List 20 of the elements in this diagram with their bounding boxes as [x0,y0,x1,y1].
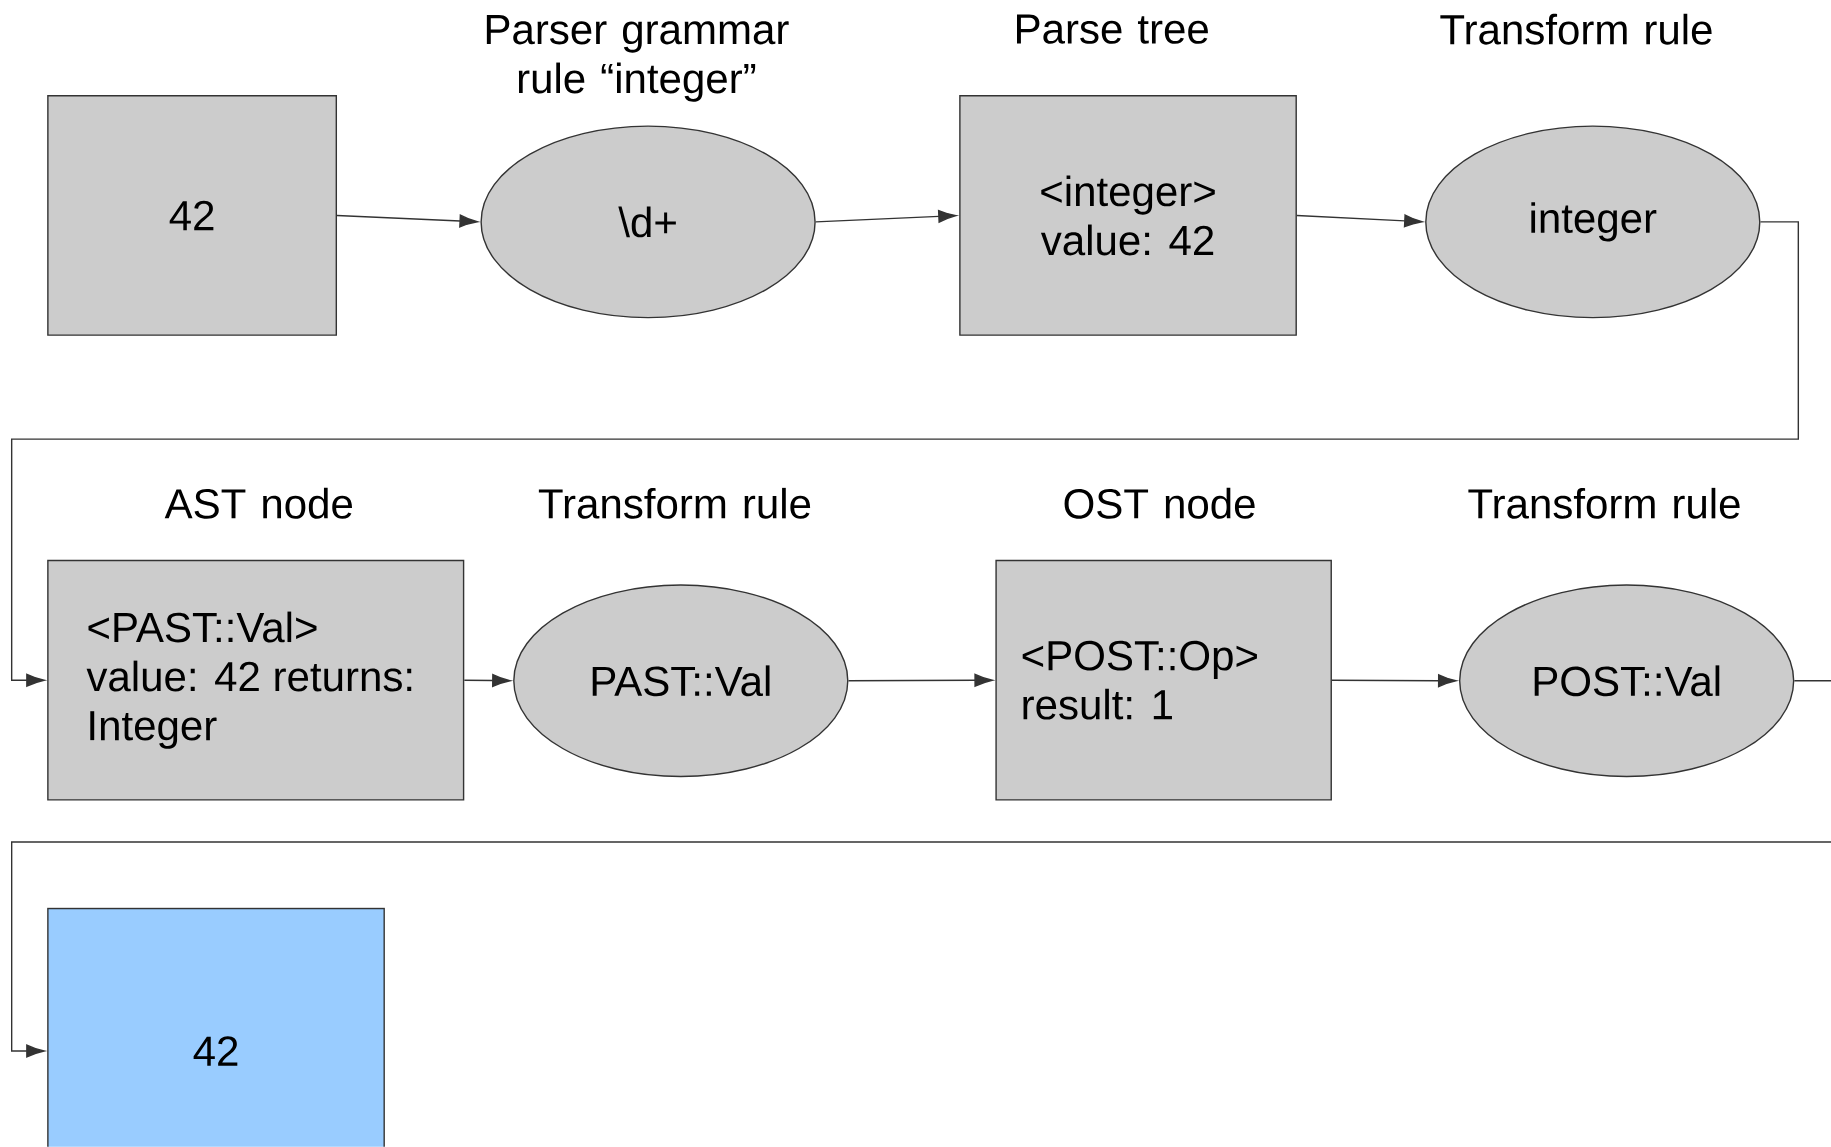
heading: Parse tree [1017,14,1208,44]
arrow [1296,214,1423,228]
process-box: <PAST::Val> value: 42 returns: Integer [47,559,465,801]
process-box: <POST::Op> result: 1 [995,559,1332,801]
arrow [336,214,478,228]
heading: AST node [164,488,352,519]
arrow [815,209,957,224]
process-box: <integer> value: 42 [959,95,1297,336]
heading: Transform rule [1468,488,1740,519]
arrow [11,221,1800,687]
arrow [463,674,511,688]
heading: Transform rule [1440,13,1712,45]
arrow [1331,674,1457,688]
arrow [847,673,993,687]
process-box: 42 [47,95,337,336]
process-box: 42 [47,907,385,1147]
arrow [11,680,1831,1058]
heading: Transform rule [538,488,811,519]
heading: OST node [1064,488,1255,519]
heading: Parser grammar rule “integer” [486,15,789,102]
